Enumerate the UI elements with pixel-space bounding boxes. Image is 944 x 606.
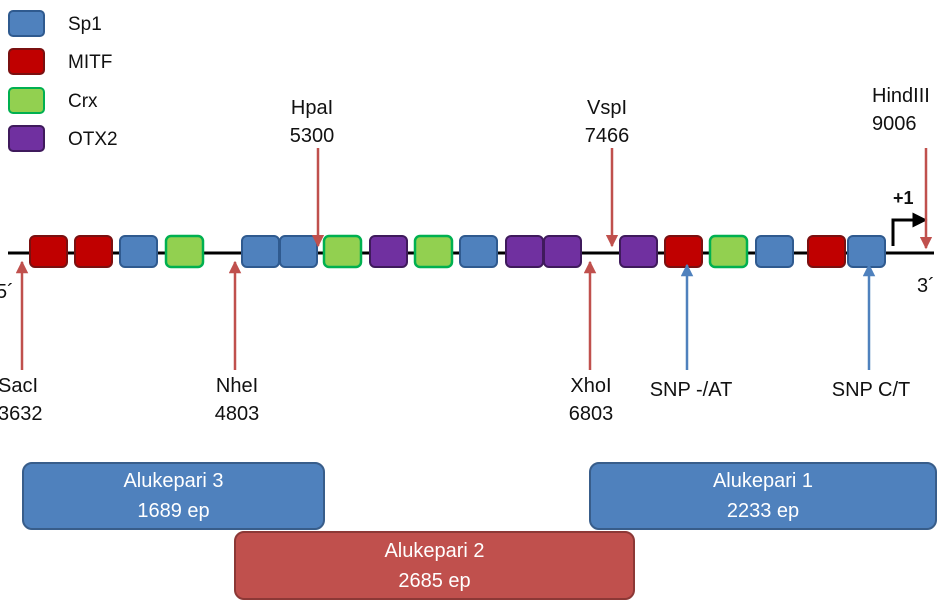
nhei-label: NheI 4803 <box>215 374 260 426</box>
hindiii-name: HindIII <box>872 85 930 107</box>
binding-site-crx <box>322 234 363 269</box>
binding-site-sp1 <box>755 235 794 268</box>
snp-at-label: SNP -/AT <box>649 379 733 401</box>
saci-pos: 3632 <box>0 403 43 425</box>
binding-site-crx <box>164 234 205 269</box>
fragment-name: Alukepari 3 <box>123 470 224 492</box>
legend-swatch-mitf <box>8 48 45 75</box>
binding-site-mitf <box>74 235 113 268</box>
binding-site-otx2 <box>505 235 544 268</box>
binding-site-sp1 <box>459 235 498 268</box>
legend-swatch-otx2 <box>8 125 45 152</box>
xhoi-name: XhoI <box>570 375 612 397</box>
binding-site-sp1 <box>847 235 886 268</box>
binding-site-sp1 <box>241 235 280 268</box>
fragment-size: 1689 ep <box>137 500 210 522</box>
binding-site-sp1 <box>119 235 158 268</box>
hindiii-pos: 9006 <box>872 113 917 135</box>
fragment-alukepari-3: Alukepari 3 1689 ep <box>22 462 325 530</box>
binding-site-mitf <box>664 235 703 268</box>
legend-label-mitf: MITF <box>68 52 113 73</box>
fragment-name: Alukepari 2 <box>384 539 485 562</box>
fragment-name: Alukepari 1 <box>712 470 814 492</box>
nhei-name: NheI <box>215 375 259 397</box>
fragment-alukepari-1: Alukepari 1 2233 ep <box>589 462 937 530</box>
tss-arrow <box>891 212 928 246</box>
binding-site-crx <box>413 234 454 269</box>
five-prime-label: 5´ <box>0 281 14 303</box>
legend-label-otx2: OTX2 <box>68 129 118 150</box>
binding-site-sp1 <box>279 235 318 268</box>
tss-label: +1 <box>893 188 914 208</box>
saci-label: SacI 3632 <box>0 374 43 426</box>
legend-swatch-crx <box>8 87 45 114</box>
snp-ct-label: SNP C/T <box>831 379 911 401</box>
hpai-name: HpaI <box>290 97 334 119</box>
vspi-name: VspI <box>586 97 628 119</box>
binding-site-otx2 <box>619 235 658 268</box>
binding-site-mitf <box>807 235 846 268</box>
legend-label-sp1: Sp1 <box>68 14 102 35</box>
binding-site-otx2 <box>369 235 408 268</box>
binding-site-crx <box>708 234 749 269</box>
legend-swatch-sp1 <box>8 10 45 37</box>
hindiii-label: HindIII 9006 <box>872 84 930 136</box>
nhei-pos: 4803 <box>214 403 260 425</box>
fragment-size: 2233 ep <box>726 500 800 522</box>
legend-label-crx: Crx <box>68 91 98 112</box>
binding-site-otx2 <box>543 235 582 268</box>
xhoi-label: XhoI 6803 <box>569 374 614 426</box>
hpai-pos: 5300 <box>289 125 335 147</box>
saci-name: SacI <box>0 375 39 397</box>
binding-sites <box>29 234 886 269</box>
vspi-pos: 7466 <box>584 125 630 147</box>
fragment-alukepari-2: Alukepari 2 2685 ep <box>234 531 635 600</box>
binding-site-mitf <box>29 235 68 268</box>
hpai-label: HpaI 5300 <box>290 96 335 148</box>
three-prime-label: 3´ <box>917 275 935 297</box>
xhoi-pos: 6803 <box>568 403 614 425</box>
vspi-label: VspI 7466 <box>585 96 630 148</box>
fragment-size: 2685 ep <box>398 569 471 592</box>
